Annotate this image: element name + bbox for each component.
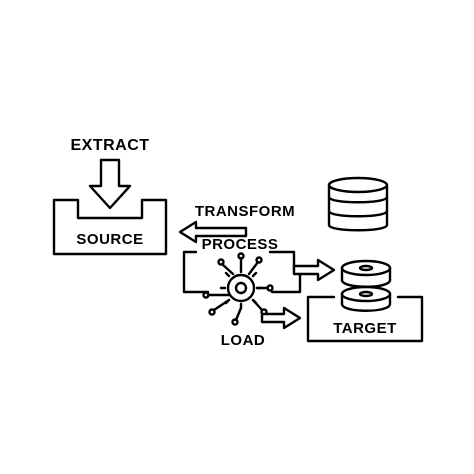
target-box	[306, 295, 424, 343]
process-label: PROCESS	[202, 236, 279, 253]
extract-label: EXTRACT	[70, 137, 149, 154]
database-icon	[327, 176, 389, 232]
right-arrow-icon	[292, 258, 336, 282]
transform-label: TRANSFORM	[195, 203, 295, 220]
source-label: SOURCE	[76, 231, 143, 248]
load-label: LOAD	[221, 332, 266, 349]
right-arrow-icon	[260, 306, 302, 330]
disk-stack-icon	[340, 259, 392, 312]
process-loop	[182, 250, 302, 294]
source-box	[52, 198, 168, 256]
down-arrow-icon	[88, 158, 132, 210]
left-arrow-icon	[178, 220, 248, 244]
target-label: TARGET	[333, 320, 397, 337]
